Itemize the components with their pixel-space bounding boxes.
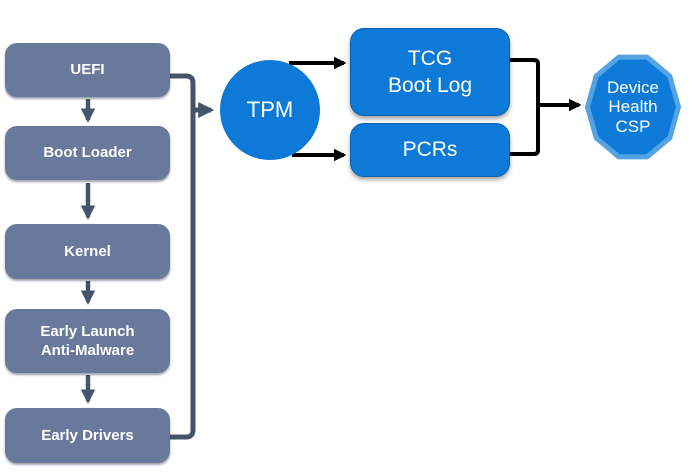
node-early-drivers: Early Drivers [5,408,170,463]
node-boot-loader: Boot Loader [5,126,170,180]
node-kernel: Kernel [5,224,170,279]
node-tpm: TPM [220,60,320,160]
connector-tcgbootlog-to-devicehealthcsp [510,58,582,112]
node-tcg-boot-log: TCG Boot Log [350,28,510,116]
connector-uefi-earlydrivers-bus [170,73,196,440]
device-health-csp-label: Device Health CSP [607,78,659,136]
node-device-health-csp: Device Health CSP [585,52,681,162]
connector-pcrs-to-merge [510,105,540,156]
node-early-launch-anti-malware: Early Launch Anti-Malware [5,309,170,373]
node-uefi: UEFI [5,43,170,97]
decagon-shape [585,54,681,160]
node-pcrs: PCRs [350,123,510,177]
